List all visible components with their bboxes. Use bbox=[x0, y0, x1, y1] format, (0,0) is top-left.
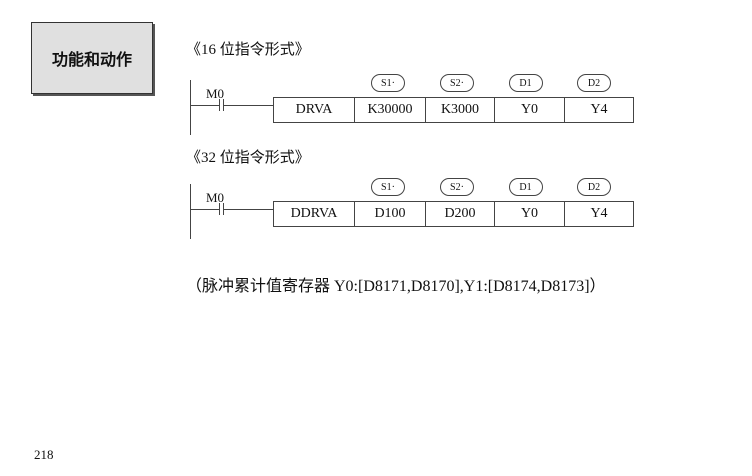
wire bbox=[223, 209, 273, 210]
wire bbox=[190, 105, 219, 106]
contact-icon bbox=[219, 203, 220, 215]
instruction-format-heading: 《16 位指令形式》 bbox=[186, 42, 310, 58]
instruction-format-heading: 《32 位指令形式》 bbox=[186, 150, 310, 166]
section-title-box: 功能和动作 bbox=[31, 22, 153, 94]
instruction-cell: D100 bbox=[355, 202, 426, 226]
operand-label: D1 bbox=[508, 74, 543, 92]
contact-label: M0 bbox=[206, 190, 225, 205]
instruction-cell: Y0 bbox=[495, 98, 565, 122]
operand-label: D2 bbox=[577, 74, 611, 92]
instruction-cell: K30000 bbox=[355, 98, 426, 122]
power-rail bbox=[190, 80, 191, 135]
instruction-cell: Y4 bbox=[590, 102, 608, 117]
wire bbox=[190, 209, 219, 210]
instruction-cell: K3000 bbox=[426, 98, 495, 122]
operand-label: S1· bbox=[371, 178, 405, 196]
operand-label: D1 bbox=[508, 178, 543, 196]
operand-label: S2· bbox=[440, 178, 474, 196]
pulse-register-note: （脉冲累计值寄存器 Y0:[D8171,D8170],Y1:[D8174,D81… bbox=[186, 278, 606, 295]
page-number: 218 bbox=[34, 447, 54, 462]
wire bbox=[223, 105, 273, 106]
instruction-cell: D200 bbox=[426, 202, 495, 226]
instruction-cell: Y0 bbox=[495, 202, 565, 226]
operand-label: S2· bbox=[440, 74, 474, 92]
instruction-cell: DRVA bbox=[274, 98, 355, 122]
contact-icon bbox=[219, 99, 220, 111]
operand-label: S1· bbox=[371, 74, 405, 92]
power-rail bbox=[190, 184, 191, 239]
contact-label: M0 bbox=[206, 86, 225, 101]
instruction-cell: Y4 bbox=[590, 206, 608, 221]
operand-label: D2 bbox=[577, 178, 611, 196]
instruction-cell: DDRVA bbox=[274, 202, 355, 226]
